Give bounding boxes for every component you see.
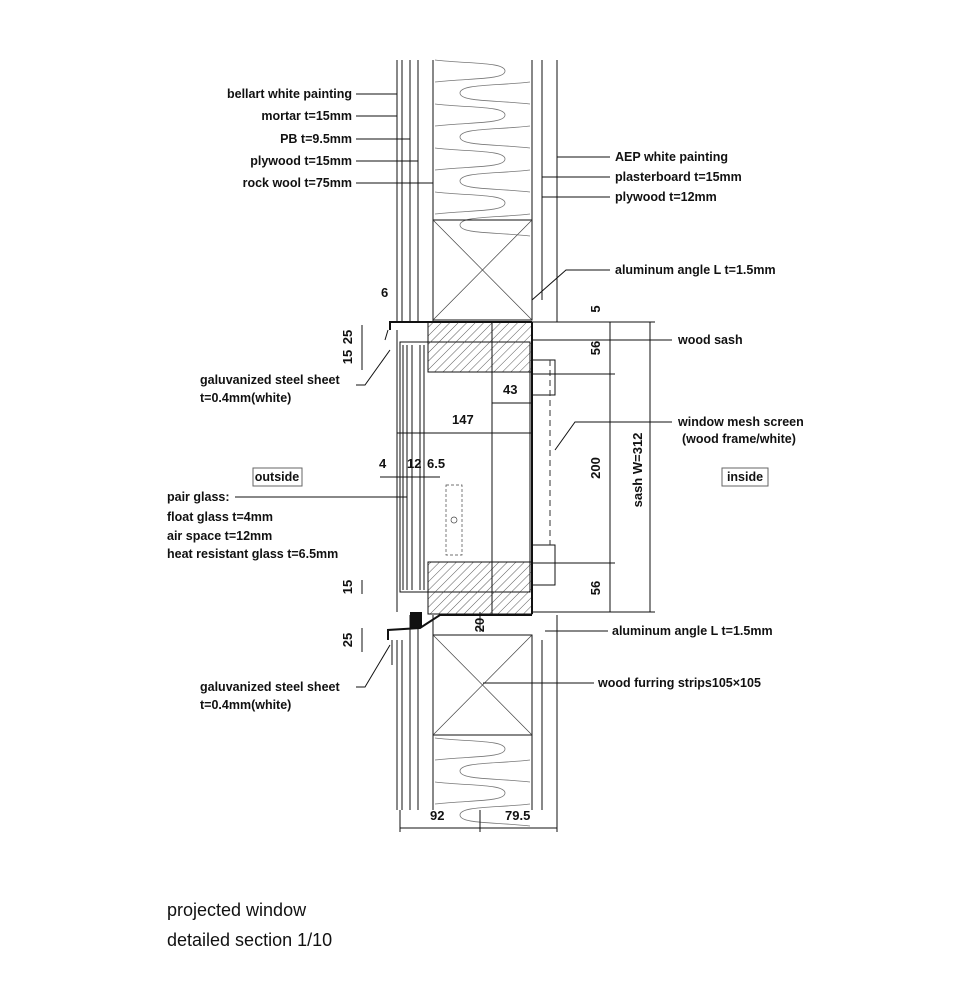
- label-rock-wool: rock wool t=75mm: [243, 176, 352, 190]
- dim-sash-w: sash W=312: [630, 433, 645, 508]
- rock-wool-loop: [459, 125, 531, 149]
- dim-56-bottom: 56: [588, 581, 603, 595]
- dim-5: 5: [588, 305, 603, 312]
- label-aluminum-angle-top: aluminum angle L t=1.5mm: [615, 263, 776, 277]
- label-mortar: mortar t=15mm: [261, 109, 352, 123]
- rock-wool-insulation: [434, 59, 531, 827]
- label-steel-sheet-top-sub: t=0.4mm(white): [200, 391, 291, 405]
- dim-20: 20: [472, 618, 487, 632]
- dim-56-top: 56: [588, 341, 603, 355]
- label-steel-sheet-bottom: galuvanized steel sheet: [200, 680, 340, 694]
- rock-wool-loop: [434, 147, 506, 171]
- dim-12: 12: [407, 456, 421, 471]
- rock-wool-loop: [459, 803, 531, 827]
- label-aep: AEP white painting: [615, 150, 728, 164]
- rock-wool-loop: [459, 213, 531, 237]
- dim-15-top: 15: [340, 350, 355, 364]
- title-line-1: projected window: [167, 900, 307, 920]
- dim-25-top: 25: [340, 330, 355, 344]
- dimension-lines: [361, 321, 655, 832]
- drawing-title: projected window detailed section 1/10: [167, 900, 332, 950]
- dim-147: 147: [452, 412, 474, 427]
- wood-furring-stud-bottom: [432, 634, 533, 736]
- label-wood-sash: wood sash: [677, 333, 743, 347]
- label-steel-sheet-top: galuvanized steel sheet: [200, 373, 340, 387]
- label-heat-glass: heat resistant glass t=6.5mm: [167, 547, 338, 561]
- dim-6: 6: [381, 285, 388, 300]
- label-mesh-screen-sub: (wood frame/white): [682, 432, 796, 446]
- label-pb: PB t=9.5mm: [280, 132, 352, 146]
- rock-wool-loop: [434, 781, 506, 805]
- label-plasterboard: plasterboard t=15mm: [615, 170, 742, 184]
- label-steel-sheet-bottom-sub: t=0.4mm(white): [200, 698, 291, 712]
- dim-79-5: 79.5: [505, 808, 530, 823]
- title-line-2: detailed section 1/10: [167, 930, 332, 950]
- label-outside: outside: [255, 470, 299, 484]
- label-pair-glass: pair glass:: [167, 490, 230, 504]
- label-float-glass: float glass t=4mm: [167, 510, 273, 524]
- label-aluminum-angle-bottom: aluminum angle L t=1.5mm: [612, 624, 773, 638]
- leader-lines: [235, 93, 672, 688]
- label-mesh-screen: window mesh screen: [677, 415, 804, 429]
- rock-wool-loop: [434, 191, 506, 215]
- label-air-space: air space t=12mm: [167, 529, 272, 543]
- dim-6-5: 6.5: [427, 456, 445, 471]
- left-labels: bellart white painting mortar t=15mm PB …: [227, 87, 352, 190]
- window-frame: [384, 321, 556, 665]
- rock-wool-loop: [459, 169, 531, 193]
- steel-sheet-labels: galuvanized steel sheet t=0.4mm(white) g…: [200, 373, 340, 712]
- dim-25-bottom: 25: [340, 633, 355, 647]
- dim-92: 92: [430, 808, 444, 823]
- dimension-values: 6 25 15 5 56 43 147 4 12 6.5 200 sash W=…: [340, 285, 645, 823]
- dim-43: 43: [503, 382, 517, 397]
- wood-furring-stud-top: [432, 219, 533, 321]
- dim-200: 200: [588, 457, 603, 479]
- side-tags: outside inside: [252, 467, 769, 487]
- dim-4: 4: [379, 456, 387, 471]
- label-bellart: bellart white painting: [227, 87, 352, 101]
- label-furring: wood furring strips105×105: [597, 676, 761, 690]
- label-plywood-inside: plywood t=12mm: [615, 190, 717, 204]
- rock-wool-loop: [459, 759, 531, 783]
- pair-glass-label: pair glass: float glass t=4mm air space …: [167, 490, 338, 561]
- dim-15-bottom: 15: [340, 580, 355, 594]
- rock-wool-loop: [434, 737, 506, 761]
- right-labels: AEP white painting plasterboard t=15mm p…: [597, 150, 804, 690]
- rock-wool-loop: [434, 59, 506, 83]
- label-inside: inside: [727, 470, 763, 484]
- label-plywood: plywood t=15mm: [250, 154, 352, 168]
- rock-wool-loop: [434, 103, 506, 127]
- rock-wool-loop: [459, 81, 531, 105]
